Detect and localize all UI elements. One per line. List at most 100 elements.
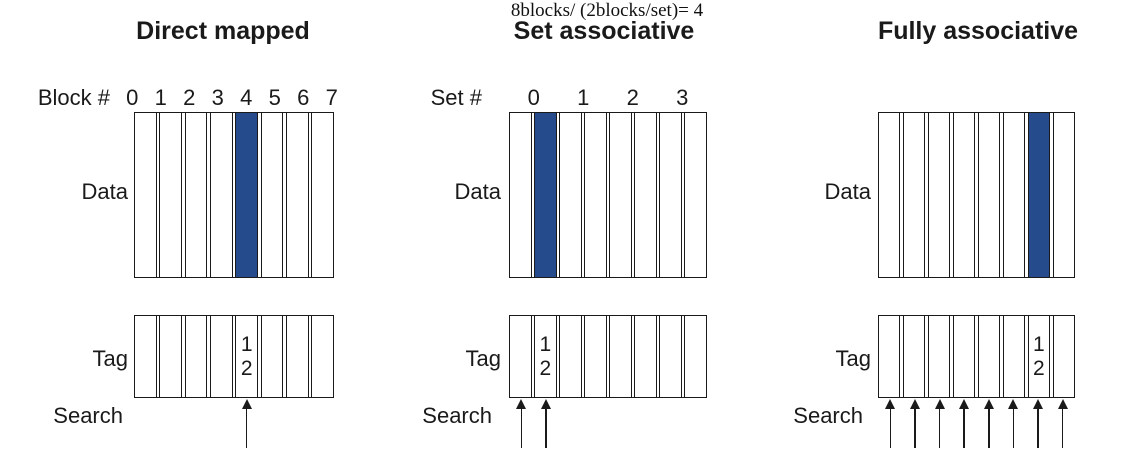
index-number: 0 <box>126 85 139 110</box>
data-cell <box>260 113 284 277</box>
index-number: 1 <box>577 85 590 110</box>
set-count-annotation: 8blocks/ (2blocks/set)= 4 <box>510 0 704 21</box>
search-arrow-head <box>516 399 527 409</box>
search-arrow-head <box>885 399 896 409</box>
tag-digit: 1 <box>1033 332 1045 356</box>
tag-cell <box>902 316 926 397</box>
data-cell <box>285 113 309 277</box>
tag-cell <box>184 316 208 397</box>
data-cell <box>184 113 208 277</box>
data-cell <box>311 113 333 277</box>
tag-cell <box>1002 316 1026 397</box>
data-label: Data <box>454 179 501 204</box>
search-label: Search <box>53 403 123 428</box>
column-title: Fully associative <box>877 17 1079 45</box>
search-label: Search <box>793 403 863 428</box>
tag-cell <box>952 316 976 397</box>
search-arrow-head <box>1057 399 1068 409</box>
column-title: Direct mapped <box>136 17 310 45</box>
search-arrow-head <box>241 399 252 409</box>
search-arrow-line <box>1037 407 1039 448</box>
tag-label: Tag <box>465 346 501 371</box>
tag-digit: 1 <box>240 332 253 356</box>
tag-cell <box>609 316 632 397</box>
search-arrow-head <box>1008 399 1019 409</box>
search-arrow-line <box>245 407 248 448</box>
data-grid <box>509 112 707 278</box>
data-cell <box>1052 113 1074 277</box>
index-number: 6 <box>297 85 310 110</box>
search-arrow-line <box>963 407 965 448</box>
set-index-numbers: 0 1 2 3 <box>509 86 707 110</box>
tag-cell <box>684 316 706 397</box>
tag-cell <box>879 316 901 397</box>
data-cell <box>209 113 233 277</box>
tag-cell <box>927 316 951 397</box>
index-number: 3 <box>676 85 689 110</box>
search-arrow-line <box>938 407 941 448</box>
search-arrow-line <box>988 407 990 448</box>
data-label: Data <box>81 179 128 204</box>
data-cell <box>879 113 901 277</box>
tag-cell <box>559 316 582 397</box>
set-number-label: Set # <box>430 85 482 110</box>
tag-digit: 2 <box>240 356 253 380</box>
data-cell <box>510 113 532 277</box>
search-arrow-head <box>983 399 994 409</box>
index-number: 2 <box>626 85 639 110</box>
search-label: Search <box>422 403 492 428</box>
index-number: 5 <box>268 85 281 110</box>
tag-cell <box>584 316 607 397</box>
data-cell <box>559 113 582 277</box>
search-arrow-head <box>1033 399 1044 409</box>
index-number: 0 <box>527 85 540 110</box>
highlighted-data-cell <box>534 113 557 277</box>
data-cell <box>902 113 926 277</box>
search-arrow-head <box>909 399 920 409</box>
tag-label: Tag <box>835 346 871 371</box>
search-arrow-line <box>545 407 547 448</box>
tag-cell <box>285 316 309 397</box>
search-arrow-line <box>889 407 892 448</box>
highlighted-data-cell <box>1027 113 1051 277</box>
data-cell <box>135 113 157 277</box>
data-cell <box>584 113 607 277</box>
data-cell <box>1002 113 1026 277</box>
tag-cell <box>510 316 532 397</box>
column-title: Set associative <box>513 17 695 45</box>
data-cell <box>927 113 951 277</box>
search-arrow-line <box>1012 407 1015 448</box>
data-cell <box>634 113 657 277</box>
block-number-label: Block # <box>37 85 110 110</box>
search-arrow-line <box>914 407 916 448</box>
data-grid <box>134 112 334 278</box>
data-grid <box>878 112 1075 278</box>
tag-cell <box>159 316 183 397</box>
search-arrow-head <box>541 399 552 409</box>
search-arrow-line <box>520 407 523 448</box>
index-number: 4 <box>240 85 253 110</box>
data-cell <box>159 113 183 277</box>
tag-digit: 2 <box>539 356 552 380</box>
tag-cell <box>634 316 657 397</box>
tag-cell <box>209 316 233 397</box>
index-number: 2 <box>183 85 196 110</box>
highlighted-data-cell <box>235 113 259 277</box>
tag-cell <box>311 316 333 397</box>
tag-cell <box>135 316 157 397</box>
tag-digit: 1 <box>539 332 552 356</box>
tag-cell <box>1052 316 1074 397</box>
search-arrow-head <box>934 399 945 409</box>
tag-cell <box>977 316 1001 397</box>
